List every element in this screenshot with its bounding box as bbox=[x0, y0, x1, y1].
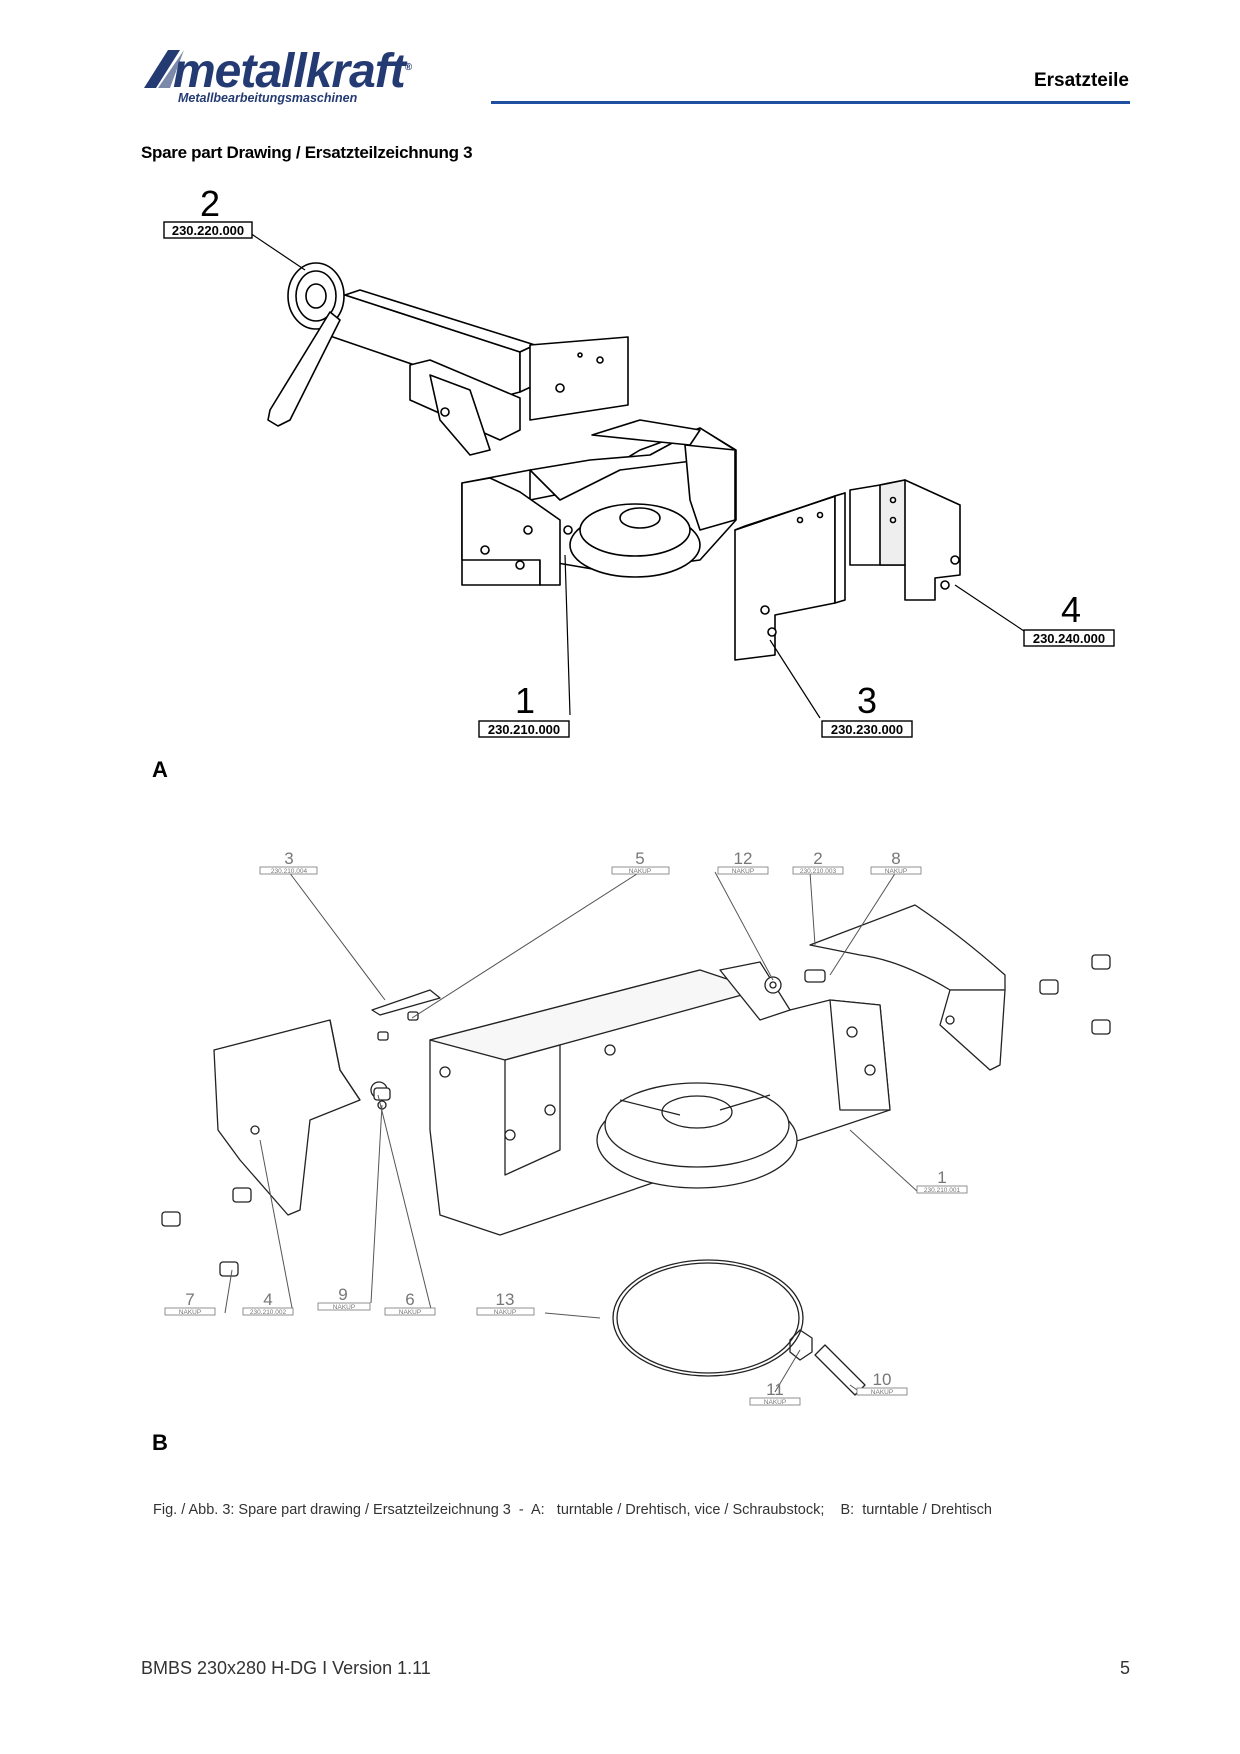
svg-text:NAKUP: NAKUP bbox=[333, 1304, 355, 1311]
svg-text:230.230.000: 230.230.000 bbox=[831, 722, 903, 737]
svg-text:2: 2 bbox=[813, 849, 822, 868]
callout-a-4: 4 230.240.000 bbox=[1023, 589, 1115, 647]
svg-text:4: 4 bbox=[263, 1290, 272, 1309]
right-cover-drawing bbox=[809, 904, 1006, 1071]
svg-text:NAKUP: NAKUP bbox=[179, 1309, 201, 1316]
part-4-bracket-drawing bbox=[849, 479, 961, 601]
svg-text:5: 5 bbox=[635, 849, 644, 868]
callout-b-6: 6 NAKUP bbox=[384, 1290, 436, 1316]
svg-text:13: 13 bbox=[496, 1290, 515, 1309]
figure-caption: Fig. / Abb. 3: Spare part drawing / Ersa… bbox=[153, 1502, 992, 1518]
svg-text:230.210.004: 230.210.004 bbox=[271, 868, 308, 875]
spare-part-drawing-b: 3 230.210.004 5 NAKUP 12 NAKUP 2 230.210… bbox=[161, 849, 1111, 1406]
callout-a-3: 3 230.230.000 bbox=[821, 680, 913, 738]
svg-text:230.210.001: 230.210.001 bbox=[924, 1187, 961, 1194]
svg-text:9: 9 bbox=[338, 1285, 347, 1304]
svg-text:230.240.000: 230.240.000 bbox=[1033, 631, 1105, 646]
section-heading: Spare part Drawing / Ersatzteilzeichnung… bbox=[141, 143, 473, 162]
svg-text:2: 2 bbox=[200, 183, 220, 224]
svg-text:NAKUP: NAKUP bbox=[732, 868, 754, 875]
drawing-b-label: B bbox=[152, 1430, 168, 1455]
svg-text:NAKUP: NAKUP bbox=[764, 1399, 786, 1406]
svg-text:11: 11 bbox=[766, 1380, 784, 1399]
drive-ring-drawing bbox=[612, 1259, 804, 1377]
callout-b-12: 12 NAKUP bbox=[717, 849, 769, 875]
turntable-base-drawing bbox=[461, 419, 737, 586]
svg-text:12: 12 bbox=[734, 849, 753, 868]
spare-part-drawing-a: 2 230.220.000 1 230.210.000 3 230.230.00… bbox=[163, 183, 1115, 738]
svg-text:6: 6 bbox=[405, 1290, 414, 1309]
svg-text:3: 3 bbox=[857, 680, 877, 721]
svg-text:10: 10 bbox=[873, 1370, 892, 1389]
callout-b-11: 11 NAKUP bbox=[749, 1380, 801, 1406]
callout-b-9: 9 NAKUP bbox=[317, 1285, 371, 1311]
svg-text:1: 1 bbox=[515, 680, 535, 721]
logo-wordmark: metallkraft® bbox=[173, 45, 412, 98]
page-header-title: Ersatzteile bbox=[1033, 70, 1129, 91]
footer-page-number: 5 bbox=[1119, 1658, 1130, 1678]
svg-text:NAKUP: NAKUP bbox=[871, 1389, 893, 1396]
svg-text:1: 1 bbox=[937, 1168, 946, 1187]
callout-b-3: 3 230.210.004 bbox=[259, 849, 318, 875]
callout-b-2: 2 230.210.003 bbox=[792, 849, 844, 875]
logo-mark-icon bbox=[144, 50, 184, 88]
svg-text:NAKUP: NAKUP bbox=[885, 868, 907, 875]
callout-b-13: 13 NAKUP bbox=[476, 1290, 535, 1316]
part-3-bracket-drawing bbox=[734, 492, 846, 661]
svg-text:3: 3 bbox=[284, 849, 293, 868]
svg-text:230.210.000: 230.210.000 bbox=[488, 722, 560, 737]
svg-text:7: 7 bbox=[185, 1290, 194, 1309]
left-cover-drawing bbox=[213, 1019, 361, 1216]
callout-a-2: 2 230.220.000 bbox=[163, 183, 253, 239]
svg-text:230.210.003: 230.210.003 bbox=[800, 868, 837, 875]
svg-text:NAKUP: NAKUP bbox=[629, 868, 651, 875]
drawing-a-label: A bbox=[152, 757, 168, 782]
callout-b-1: 1 230.210.001 bbox=[916, 1168, 968, 1194]
brand-logo bbox=[140, 44, 480, 108]
callout-b-8: 8 NAKUP bbox=[870, 849, 922, 875]
callout-a-1: 1 230.210.000 bbox=[478, 680, 570, 738]
callout-b-4: 4 230.210.002 bbox=[242, 1290, 294, 1316]
callout-b-5: 5 NAKUP bbox=[611, 849, 670, 875]
callout-b-7: 7 NAKUP bbox=[164, 1290, 216, 1316]
logo-subtitle: Metallbearbeitungsmaschinen bbox=[178, 91, 358, 105]
turntable-body-drawing bbox=[429, 961, 891, 1236]
svg-text:NAKUP: NAKUP bbox=[494, 1309, 516, 1316]
svg-text:230.220.000: 230.220.000 bbox=[172, 223, 244, 238]
small-plate-drawing bbox=[371, 989, 441, 1016]
svg-text:230.210.002: 230.210.002 bbox=[250, 1309, 287, 1316]
svg-text:NAKUP: NAKUP bbox=[399, 1309, 421, 1316]
fasteners-drawing bbox=[161, 954, 1111, 1396]
svg-text:8: 8 bbox=[891, 849, 900, 868]
callout-b-10: 10 NAKUP bbox=[856, 1370, 908, 1396]
svg-text:4: 4 bbox=[1061, 589, 1081, 630]
footer-document-version: BMBS 230x280 H-DG I Version 1.11 bbox=[141, 1658, 431, 1678]
header-divider bbox=[491, 101, 1130, 104]
vice-assembly-drawing bbox=[267, 262, 629, 456]
